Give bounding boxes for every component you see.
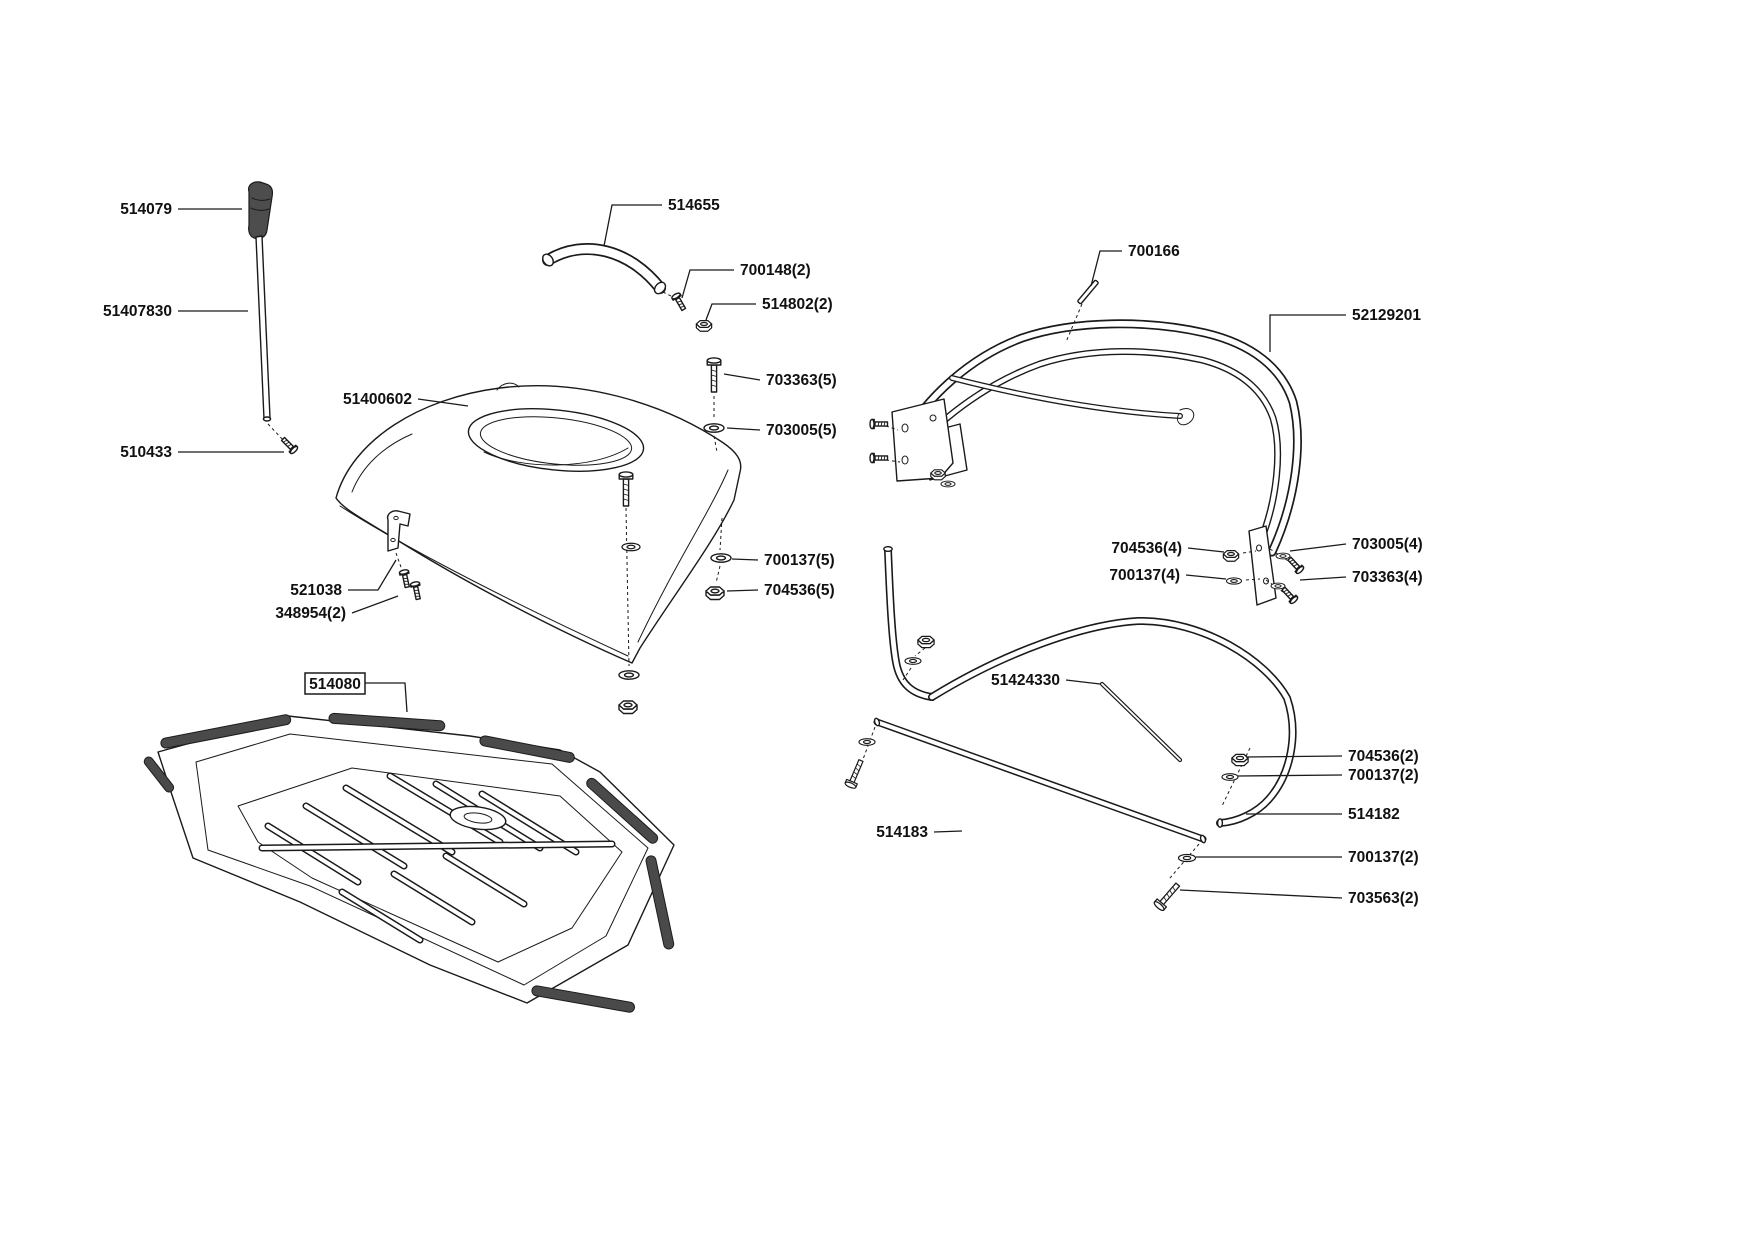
part-label-51424330: 51424330 <box>991 672 1060 689</box>
bolt-703563 <box>1152 879 1183 913</box>
pan-slats <box>258 772 616 944</box>
part-label-521038: 521038 <box>290 582 342 599</box>
bolt-mount <box>869 452 889 464</box>
washer-703005 <box>621 542 641 552</box>
cover-51400602 <box>335 382 742 664</box>
part-label-703363-4: 703363(4) <box>1352 569 1423 586</box>
part-label-514802: 514802(2) <box>762 296 833 313</box>
frame-514182-assembly <box>843 546 1297 913</box>
washer-703005 <box>703 423 725 433</box>
pin-700166 <box>1077 279 1099 305</box>
part-label-700137-2a: 700137(2) <box>1348 767 1419 784</box>
part-label-700148: 700148(2) <box>740 262 811 279</box>
pan-514080 <box>143 712 675 1013</box>
bolt-mount <box>869 418 889 430</box>
seal-strip <box>645 855 675 950</box>
washer-703005 <box>1270 582 1286 590</box>
nut-704536 <box>705 586 725 601</box>
bolt-703363 <box>1279 584 1300 606</box>
part-label-348954: 348954(2) <box>275 605 346 622</box>
handle-rod <box>255 235 271 420</box>
part-label-703563-2: 703563(2) <box>1348 890 1419 907</box>
nut-704536 <box>618 700 638 715</box>
part-label-703363-5: 703363(5) <box>766 372 837 389</box>
washer-700137 <box>1177 853 1197 863</box>
washer-700137 <box>904 657 922 665</box>
part-label-703005-5: 703005(5) <box>766 422 837 439</box>
washer-700137 <box>618 670 640 680</box>
leader-lines <box>178 204 1347 899</box>
washer-703005 <box>1275 552 1291 560</box>
screw-700148 <box>670 291 689 313</box>
washer-700137 <box>1221 773 1239 781</box>
seal-strip <box>143 756 175 793</box>
part-label-51400602: 51400602 <box>343 391 412 408</box>
part-label-51407830: 51407830 <box>103 303 172 320</box>
washer-mount <box>940 480 956 488</box>
nut-704536 <box>1231 753 1249 767</box>
screw-348954 <box>409 580 424 601</box>
frame-52129201 <box>869 279 1306 606</box>
cover-hardware <box>618 357 732 715</box>
bolt-703363 <box>1285 554 1306 576</box>
seal-strip <box>531 985 635 1013</box>
washer-700137 <box>710 553 732 563</box>
part-label-514079: 514079 <box>120 201 172 218</box>
seal-strip <box>328 712 446 732</box>
part-label-700137-5: 700137(5) <box>764 552 835 569</box>
part-label-700137-4: 700137(4) <box>1109 567 1180 584</box>
tube-end <box>653 281 667 295</box>
frame-bracket <box>1248 525 1277 606</box>
part-label-703005-4: 703005(4) <box>1352 536 1423 553</box>
part-label-514183: 514183 <box>876 824 928 841</box>
screw-348954 <box>398 568 413 589</box>
part-label-514182: 514182 <box>1348 806 1400 823</box>
nut-704536 <box>1222 550 1240 562</box>
part-label-52129201: 52129201 <box>1352 307 1421 324</box>
part-label-box-514080 <box>304 672 366 695</box>
seal-strip <box>160 714 292 749</box>
tube-end <box>1216 818 1224 828</box>
washer-700137 <box>858 738 876 746</box>
mount-plate <box>891 398 954 482</box>
part-labels: 514079 51407830 510433 514655 700148(2) … <box>103 197 1423 907</box>
part-label-700137-2b: 700137(2) <box>1348 849 1419 866</box>
bolt-703563 <box>843 757 867 791</box>
nut-704536 <box>917 635 935 649</box>
nut-514802 <box>695 320 713 332</box>
part-label-704536-2: 704536(2) <box>1348 748 1419 765</box>
part-label-510433: 510433 <box>120 444 172 461</box>
handle-tube-assembly <box>542 243 713 332</box>
tube-end <box>883 546 893 553</box>
bolt-703363 <box>706 357 722 393</box>
part-label-514080: 514080 <box>309 676 361 693</box>
part-label-704536-5: 704536(5) <box>764 582 835 599</box>
handle-rod-assembly <box>248 181 300 456</box>
seal-strip <box>586 777 659 844</box>
bracket-521038 <box>386 510 411 552</box>
pan-handle-slot <box>449 805 507 831</box>
nut-mount <box>930 469 946 481</box>
bracket-assembly <box>386 510 424 601</box>
part-label-514655: 514655 <box>668 197 720 214</box>
part-label-704536-4: 704536(4) <box>1111 540 1182 557</box>
seal-strip <box>479 735 575 763</box>
part-label-700166: 700166 <box>1128 243 1180 260</box>
tube-end <box>542 253 554 267</box>
washer-700137 <box>1225 577 1243 585</box>
